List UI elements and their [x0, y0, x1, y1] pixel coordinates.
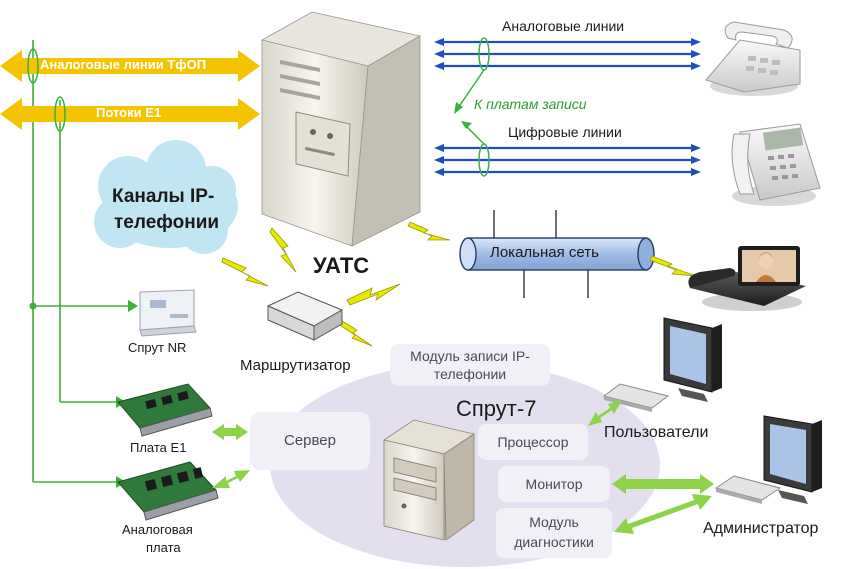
ip-module-box	[390, 344, 550, 386]
lan-tube	[459, 210, 655, 298]
label-ip-channels-1: Каналы IP-	[112, 186, 215, 207]
processor-box	[478, 424, 588, 460]
to-recording-arrows	[457, 69, 485, 145]
label-analog-board-1: Аналоговая	[122, 522, 193, 537]
yellow-arrow-pstn	[0, 50, 260, 82]
label-administrator: Администратор	[703, 520, 819, 537]
lightning-bolts	[221, 221, 697, 347]
server-tower-image	[383, 419, 475, 541]
label-ip-module-2: телефонии	[433, 366, 507, 382]
label-ip-channels-2: телефонии	[114, 212, 220, 233]
label-analog-lines: Аналоговые линии	[502, 18, 625, 34]
pbx-tower	[260, 11, 422, 247]
diag-box	[496, 508, 612, 558]
junction-dot	[29, 302, 37, 310]
label-router: Маршрутизатор	[240, 357, 351, 374]
label-sprut-nr: Спрут NR	[128, 340, 187, 355]
label-lan: Локальная сеть	[490, 244, 599, 261]
label-diag-1: Модуль	[529, 514, 579, 530]
admin-workstation-image	[714, 415, 822, 504]
analog-lines-bus	[440, 40, 695, 68]
arrowhead-sprut-nr	[128, 300, 138, 312]
digital-lines-bus	[440, 146, 695, 174]
label-to-recording-boards: К платам записи	[474, 96, 587, 112]
label-board-e1: Плата E1	[130, 440, 187, 455]
label-users: Пользователи	[604, 424, 709, 441]
user-workstation-image	[602, 317, 722, 412]
bundle-ring-e1	[54, 96, 66, 132]
analog-phone-image	[705, 21, 801, 96]
to-recording-arrowhead-2	[461, 121, 472, 129]
label-e1-streams: Потоки E1	[96, 105, 162, 120]
server-box	[250, 412, 370, 470]
bundle-ring-pstn	[27, 48, 39, 84]
analog-board-image	[117, 461, 219, 521]
monitor-box	[498, 466, 610, 502]
ip-telephony-cloud	[94, 140, 238, 254]
sprut-nr-device-image	[139, 289, 197, 337]
label-ip-module-1: Модуль записи IP-	[410, 348, 530, 364]
ip-video-phone-image	[688, 246, 806, 311]
analog-lines-arrowheads	[434, 38, 701, 70]
digital-lines-arrowheads	[434, 144, 701, 176]
to-recording-arrowhead-1	[454, 102, 463, 114]
label-analog-board-2: плата	[146, 540, 181, 555]
green-double-arrows	[212, 400, 714, 534]
label-digital-lines: Цифровые линии	[508, 124, 622, 140]
router-device-image	[266, 291, 344, 440]
label-sprut7: Спрут-7	[456, 396, 537, 421]
label-diag-2: диагностики	[514, 534, 594, 550]
board-e1-image	[117, 383, 213, 437]
label-server: Сервер	[283, 432, 336, 449]
label-processor: Процессор	[497, 434, 569, 450]
label-analog-pstn: Аналоговые линии ТфОП	[40, 57, 207, 72]
label-pbx: УАТС	[313, 253, 370, 278]
digital-phone-image	[731, 123, 821, 206]
label-monitor: Монитор	[525, 476, 583, 492]
